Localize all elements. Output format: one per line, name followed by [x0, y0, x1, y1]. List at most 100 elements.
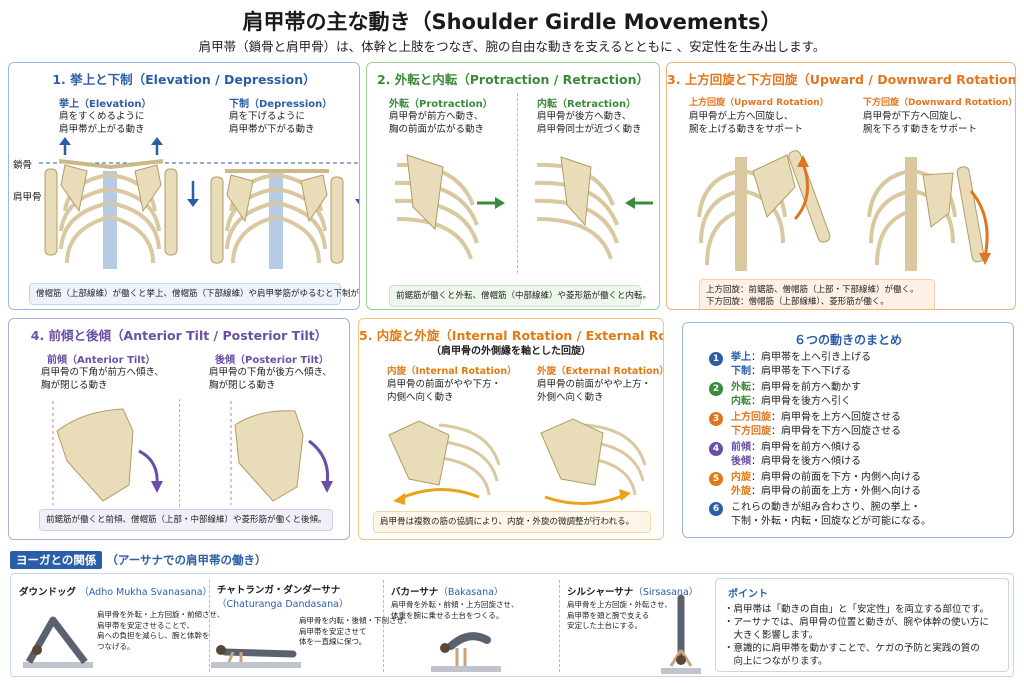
summary-number-badge: 4 [709, 442, 723, 456]
summary-text: ：肩甲骨を後方へ傾ける [751, 456, 861, 467]
pose-chaturanga-desc: 肩甲骨を内転・後傾・下制させ、肩甲帯を安定させて体を一直線に保つ。 [299, 616, 412, 646]
elevation-label: 挙上（Elevation） [59, 99, 152, 110]
summary-term: 下制 [731, 366, 751, 377]
summary-text: ：肩甲骨の前面を上方・外側へ向ける [751, 486, 921, 497]
yoga-heading: ヨーガとの関係（アーサナでの肩甲帯の働き） [10, 551, 267, 569]
posterior-tilt-label: 後傾（Posterior Tilt） [215, 355, 329, 366]
summary-term: 下方回旋 [731, 426, 771, 437]
panel-title: 4. 前傾と後傾（Anterior Tilt / Posterior Tilt） [30, 328, 328, 343]
scapula-label: 肩甲骨 [13, 192, 42, 203]
summary-row: 下制・外転・内転・回旋などが可能になる。 [731, 515, 931, 529]
summary-row: 前傾：肩甲骨を前方へ傾ける [731, 441, 861, 455]
scapula-anterior-tilt [52, 401, 163, 505]
pose-chaturanga-figure [211, 645, 301, 668]
retraction-desc: 肩甲骨が後方へ動き、肩甲骨同士が近づく動き [537, 111, 642, 135]
summary-row: 下制：肩甲帯を下へ下げる [731, 365, 851, 379]
summary-row: 後傾：肩甲骨を後方へ傾ける [731, 455, 861, 469]
ribcage-illustration-depression [187, 169, 359, 269]
summary-number-badge: 6 [709, 502, 723, 516]
panel-elevation-depression: 1. 挙上と下制（Elevation / Depression） 挙上（Elev… [8, 62, 360, 310]
panel-title: 2. 外転と内転（Protraction / Retraction） [376, 72, 650, 87]
page-title: 肩甲帯の主な動き（Shoulder Girdle Movements） [242, 10, 782, 34]
point-line: ・意識的に肩甲帯を動かすことで、ケガの予防と実践の質の [724, 643, 980, 654]
summary-text: 下制・外転・内転・回旋などが可能になる。 [731, 516, 931, 527]
ribcage-illustration-elevation [39, 137, 359, 269]
summary-text: ：肩甲骨を後方へ引く [751, 396, 851, 407]
summary-number-badge: 1 [709, 352, 723, 366]
panel-note: 僧帽筋（上部線維）が働くと挙上、僧帽筋（下部線維）や肩甲挙筋がゆるむと下制が起こ… [29, 283, 359, 305]
summary-text: ：肩甲骨を前方へ傾ける [751, 442, 861, 453]
summary-number-badge: 3 [709, 412, 723, 426]
panel-title: 3. 上方回旋と下方回旋（Upward / Downward Rotation） [667, 72, 1016, 87]
downward-rotation-label: 下方回旋（Downward Rotation） [863, 98, 1016, 108]
divider [383, 580, 384, 672]
summary-term: 内旋 [731, 472, 751, 483]
pose-sirsasana-desc: 肩甲骨を上方回旋・外転させ、肩甲帯を頭と腕で支える安定した土台にする。 [567, 600, 672, 630]
panel-note: 前鋸筋が働くと前傾、僧帽筋（上部・中部線維）や菱形筋が働くと後傾。 [39, 509, 333, 531]
summary-text: ：肩甲骨を下方へ回旋させる [771, 426, 901, 437]
summary-term: 後傾 [731, 456, 751, 467]
pose-bakasana-desc: 肩甲骨を外転・前傾・上方回旋させ、体重を腕に乗せる土台をつくる。 [391, 600, 519, 620]
summary-term: 上方回旋 [731, 412, 771, 423]
summary-row: 上方回旋：肩甲骨を上方へ回旋させる [731, 411, 901, 425]
upward-rotation-label: 上方回旋（Upward Rotation） [689, 98, 829, 108]
pose-downdog-title: ダウンドッグ （Adho Mukha Svanasana） [19, 587, 213, 598]
summary-title: ６つの動きのまとめ [793, 333, 902, 347]
panel-note: 上方回旋：前鋸筋、僧帽筋（上部・下部線維）が働く。下方回旋：僧帽筋（上部線維）、… [699, 279, 935, 309]
upward-rotation-desc: 肩甲骨が上方へ回旋し、腕を上げる動きをサポート [689, 111, 804, 135]
downward-rotation-desc: 肩甲骨が下方へ回旋し、腕を下ろす動きをサポート [863, 111, 978, 135]
summary-text: ：肩甲骨の前面を下方・内側へ向ける [751, 472, 921, 483]
pose-sirsasana-figure [661, 594, 701, 674]
scapula-posterior-tilt [230, 401, 333, 505]
retraction-label: 内転（Retraction） [537, 99, 637, 110]
scapula-external-rotation [540, 418, 647, 505]
external-rotation-desc: 肩甲骨の前面がやや上方・外側へ向く動き [537, 379, 652, 403]
internal-rotation-desc: 肩甲骨の前面がやや下方・内側へ向く動き [387, 379, 502, 403]
pose-downdog-figure [23, 616, 93, 668]
panel-protraction-retraction: 2. 外転と内転（Protraction / Retraction） 外転（Pr… [366, 62, 660, 310]
divider [517, 93, 518, 273]
panel-title: 5. 内旋と外旋（Internal Rotation / External Ro… [359, 328, 663, 343]
summary-term: 外旋 [731, 486, 751, 497]
yoga-tag: ヨーガとの関係 [10, 551, 103, 569]
summary-text: ：肩甲骨を上方へ回旋させる [771, 412, 901, 423]
summary-text: ：肩甲帯を上へ引き上げる [751, 352, 871, 363]
point-box: ポイント ・肩甲帯は「動きの自由」と「安定性」を両立する部位です。 ・アーサナで… [715, 578, 1009, 672]
summary-text: ：肩甲骨を前方へ動かす [751, 382, 861, 393]
summary-number-badge: 5 [709, 472, 723, 486]
protraction-desc: 肩甲骨が前方へ動き、胸の前面が広がる動き [389, 111, 485, 135]
summary-term: 挙上 [731, 352, 751, 363]
depression-desc: 肩を下げるように肩甲帯が下がる動き [229, 111, 315, 135]
protraction-label: 外転（Protraction） [389, 99, 493, 110]
pose-sirsasana-title: シルシャーサナ（Sirsasana） [567, 587, 699, 598]
yoga-box: ダウンドッグ （Adho Mukha Svanasana） 肩甲骨を外転・上方回… [10, 573, 1014, 677]
panel-internal-external-rotation: 5. 内旋と外旋（Internal Rotation / External Ro… [358, 318, 664, 540]
divider [179, 399, 180, 507]
summary-row: 外旋：肩甲骨の前面を上方・外側へ向ける [731, 485, 921, 499]
summary-row: 下方回旋：肩甲骨を下方へ回旋させる [731, 425, 901, 439]
panel-upward-downward-rotation: 3. 上方回旋と下方回旋（Upward / Downward Rotation）… [666, 62, 1016, 310]
point-title: ポイント [728, 589, 768, 600]
point-line: 大きく影響します。 [724, 630, 819, 641]
internal-rotation-label: 内旋（Internal Rotation） [387, 366, 517, 377]
panel-subtitle: （肩甲骨の外側縁を軸とした回旋） [431, 346, 591, 357]
summary-term: 前傾 [731, 442, 751, 453]
summary-text: ：肩甲帯を下へ下げる [751, 366, 851, 377]
yoga-heading-text: （アーサナでの肩甲帯の働き） [106, 553, 267, 567]
page-subtitle: 肩甲帯（鎖骨と肩甲骨）は、体幹と上肢をつなぎ、腕の自由な動きを支えるとともに 、… [198, 39, 826, 54]
pose-bakasana-title: バカーサナ（Bakasana） [391, 587, 504, 598]
pose-bakasana-figure [431, 632, 501, 672]
anterior-tilt-desc: 肩甲骨の下角が前方へ傾き、胸が閉じる動き [41, 367, 164, 391]
summary-row: これらの動きが組み合わさり、腕の挙上・ [731, 501, 921, 515]
clavicle-label: 鎖骨 [13, 160, 33, 171]
panel-note: 前鋸筋が働くと外転、僧帽筋（中部線維）や菱形筋が働くと内転。 [389, 285, 651, 307]
summary-number-badge: 2 [709, 382, 723, 396]
point-line: 向上につながります。 [724, 656, 828, 667]
anterior-tilt-label: 前傾（Anterior Tilt） [47, 355, 156, 366]
elevation-desc: 肩をすくめるように肩甲帯が上がる動き [59, 111, 145, 135]
point-line: ・肩甲帯は「動きの自由」と「安定性」を両立する部位です。 [724, 604, 990, 615]
panel-anterior-posterior-tilt: 4. 前傾と後傾（Anterior Tilt / Posterior Tilt）… [8, 318, 350, 540]
summary-term: 内転 [731, 396, 751, 407]
